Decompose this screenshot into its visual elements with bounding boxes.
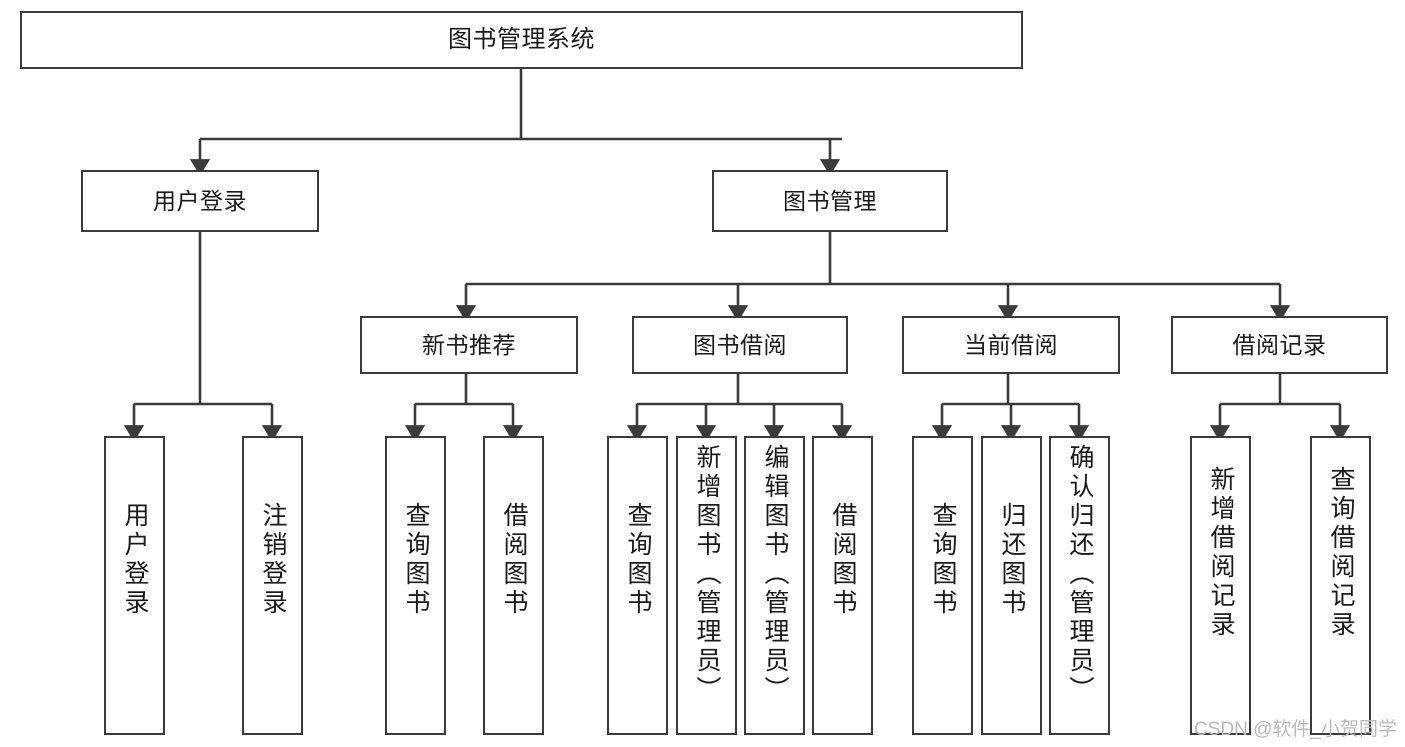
leaf-query-borrow-record[interactable]: 查询借阅记录: [1310, 436, 1371, 735]
leaf-logout-login[interactable]: 注销登录: [242, 436, 303, 735]
node-root-system[interactable]: 图书管理系统: [20, 11, 1023, 69]
leaf-user-login[interactable]: 用户登录: [104, 436, 165, 735]
node-label: 借阅记录: [1232, 331, 1327, 358]
node-label: 借阅图书: [829, 502, 857, 618]
node-label: 新书推荐: [422, 331, 516, 358]
node-borrow-record[interactable]: 借阅记录: [1171, 316, 1388, 374]
node-label: 编辑图书（管理员）: [761, 444, 789, 705]
node-label: 图书管理: [783, 187, 877, 214]
node-label: 借阅图书: [500, 502, 528, 618]
node-label: 注销登录: [259, 502, 287, 618]
leaf-return-book[interactable]: 归还图书: [981, 436, 1042, 735]
leaf-borrow-book[interactable]: 借阅图书: [812, 436, 873, 735]
node-label: 确认归还（管理员）: [1066, 444, 1094, 705]
leaf-borrow-book-recommend[interactable]: 借阅图书: [483, 436, 544, 735]
node-current-borrow[interactable]: 当前借阅: [902, 316, 1120, 374]
node-label: 新增借阅记录: [1207, 466, 1235, 640]
node-user-login[interactable]: 用户登录: [81, 170, 319, 232]
leaf-query-book-current[interactable]: 查询图书: [912, 436, 973, 735]
node-label: 用户登录: [153, 187, 247, 214]
node-label: 用户登录: [121, 502, 149, 618]
node-book-management[interactable]: 图书管理: [712, 170, 948, 232]
node-label: 查询图书: [624, 502, 652, 618]
leaf-add-borrow-record[interactable]: 新增借阅记录: [1190, 436, 1251, 735]
csdn-watermark: CSDN @软件_小贺同学: [1194, 719, 1397, 740]
leaf-query-book-borrow[interactable]: 查询图书: [607, 436, 668, 735]
leaf-edit-book-admin[interactable]: 编辑图书（管理员）: [744, 436, 805, 735]
node-label: 归还图书: [998, 502, 1026, 618]
node-new-book-recommend[interactable]: 新书推荐: [360, 316, 578, 374]
node-label: 图书借阅: [693, 331, 787, 358]
node-label: 查询图书: [929, 502, 957, 618]
leaf-add-book-admin[interactable]: 新增图书（管理员）: [676, 436, 737, 735]
node-label: 新增图书（管理员）: [693, 444, 721, 705]
leaf-confirm-return-admin[interactable]: 确认归还（管理员）: [1049, 436, 1110, 735]
node-label: 查询图书: [402, 502, 430, 618]
node-label: 图书管理系统: [448, 26, 595, 54]
leaf-query-book-recommend[interactable]: 查询图书: [385, 436, 446, 735]
node-book-borrow[interactable]: 图书借阅: [632, 316, 848, 374]
node-label: 当前借阅: [964, 331, 1058, 358]
node-label: 查询借阅记录: [1327, 466, 1355, 640]
